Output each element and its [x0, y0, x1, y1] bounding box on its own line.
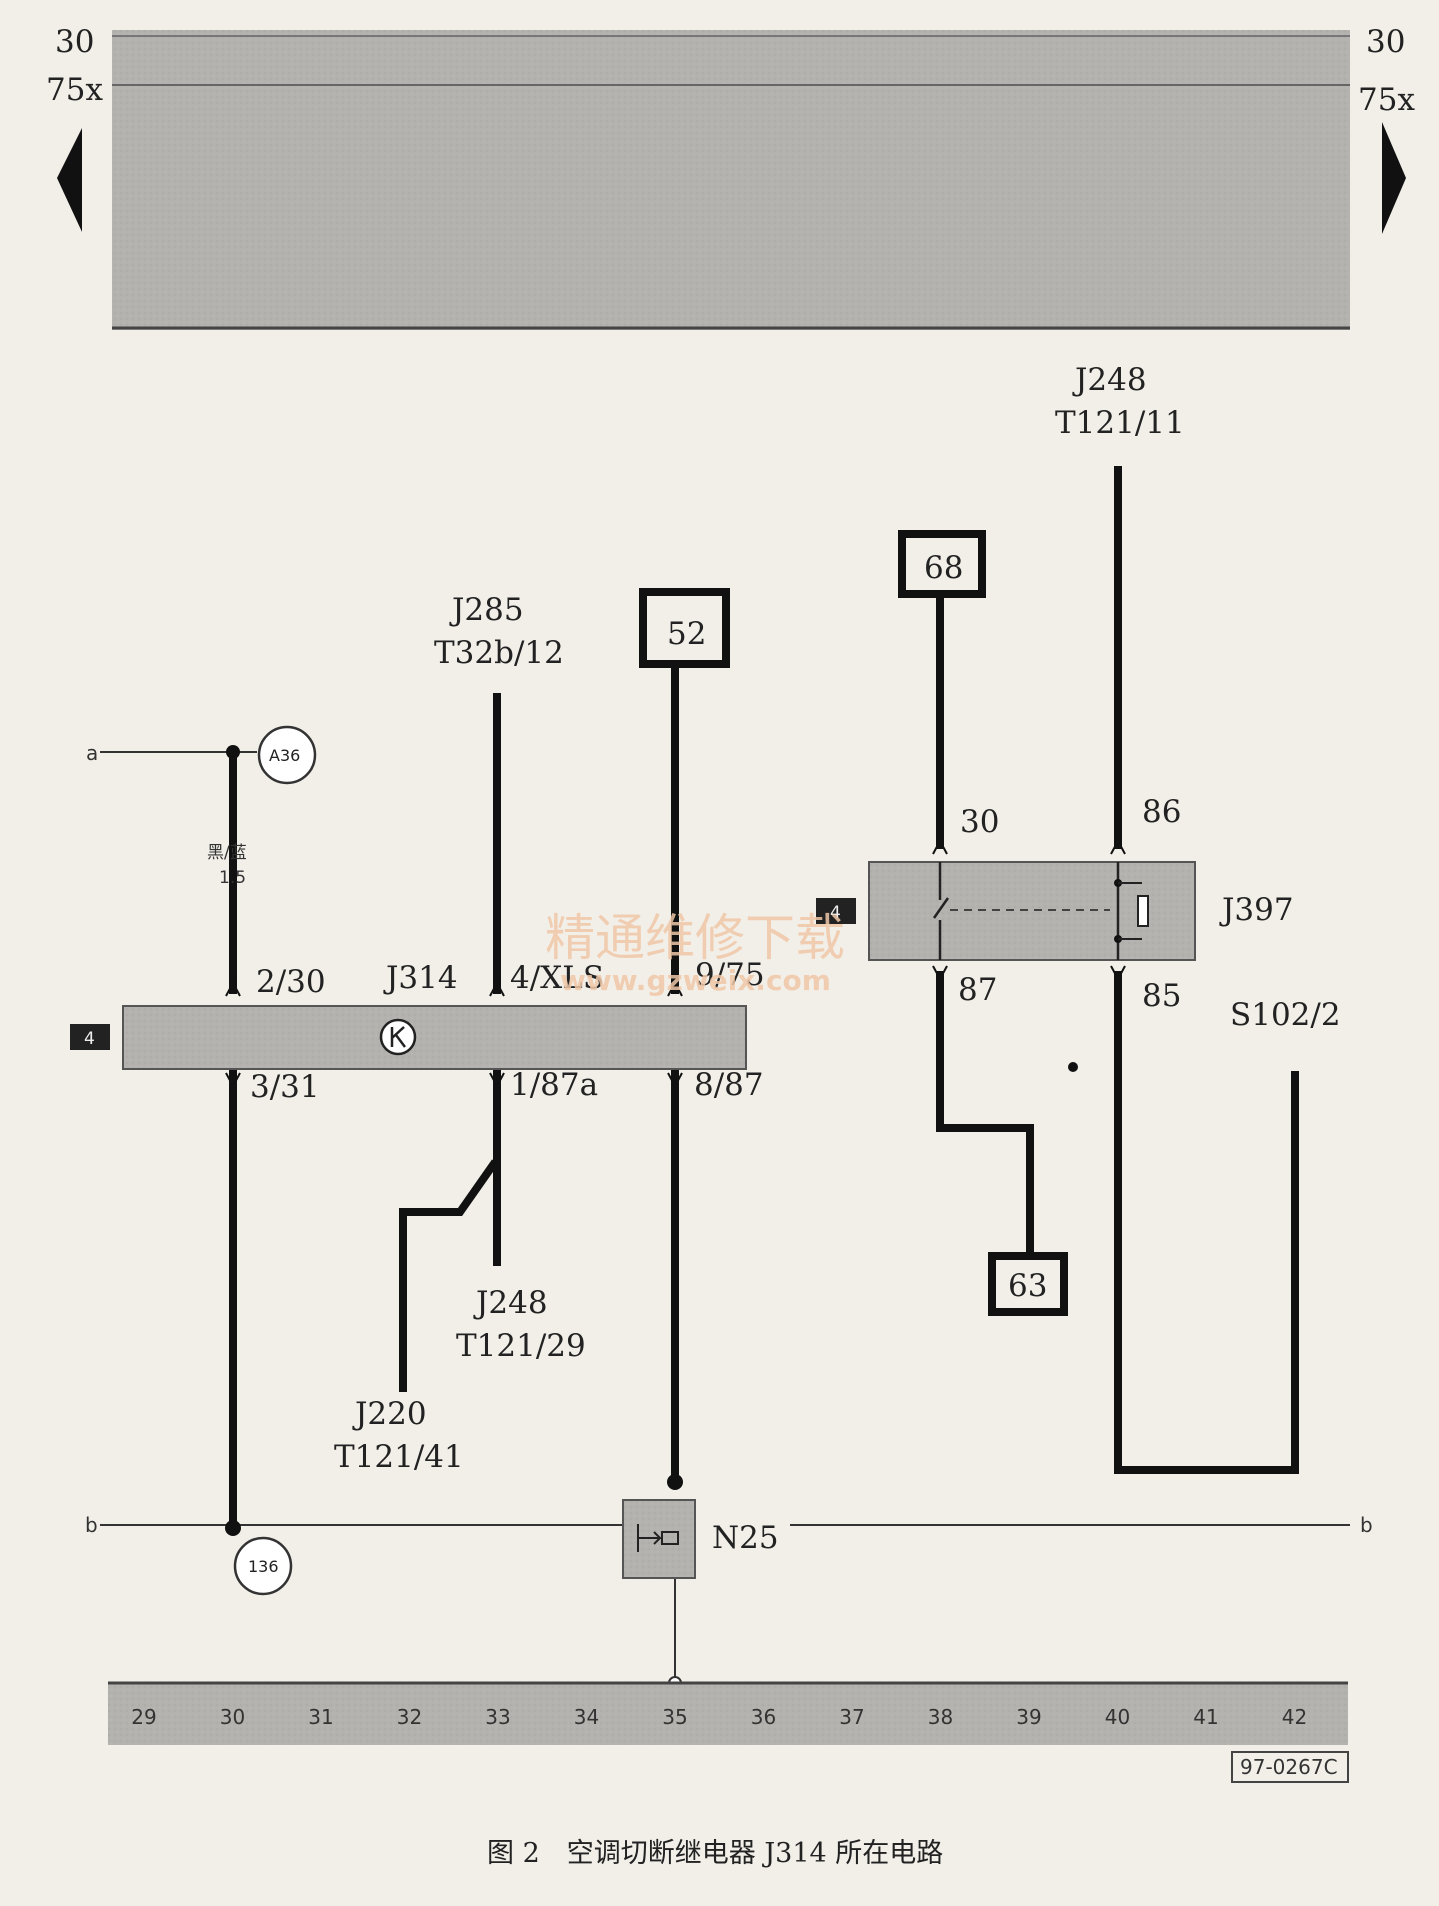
watermark-cn: 精通维修下载	[545, 909, 845, 967]
wire-87-to-63	[936, 971, 1034, 1258]
junction-136	[225, 1520, 241, 1536]
stray-dot	[1068, 1062, 1078, 1072]
box-68-label: 68	[924, 550, 963, 586]
top-bus-bar	[112, 30, 1350, 330]
watermark-url: www.gzweix.com	[560, 964, 831, 997]
bottom-number-row: 29 30 31 32 33 34 35 36 37 38 39 40 41 42	[131, 1705, 1307, 1729]
box-63-label: 63	[1008, 1268, 1047, 1304]
label-t32b-12: T32b/12	[434, 635, 564, 671]
connector-box-63	[988, 1252, 1068, 1316]
bottom-number: 30	[220, 1705, 245, 1729]
pin-8-87: 8/87	[694, 1067, 764, 1103]
label-j397: J397	[1219, 892, 1294, 928]
relay-j314	[122, 1005, 747, 1070]
bottom-number: 33	[485, 1705, 510, 1729]
pin-86-j397: 86	[1142, 794, 1181, 830]
bus-label-75x-left: 75x	[46, 72, 103, 108]
arrow-left-icon	[57, 128, 82, 232]
bottom-number: 42	[1282, 1705, 1307, 1729]
a36-label: A36	[269, 746, 300, 765]
doc-code: 97-0267C	[1240, 1755, 1338, 1779]
figure-caption: 图 2 空调切断继电器 J314 所在电路	[487, 1838, 943, 1869]
wire-size-label: 1.5	[219, 868, 246, 888]
label-j248-top: J248	[1072, 362, 1147, 398]
wire-color-label: 黑/蓝	[207, 843, 247, 863]
label-j285: J285	[449, 592, 524, 628]
arrow-right-icon	[1382, 122, 1406, 234]
bottom-number: 34	[574, 1705, 599, 1729]
pin-30-j397: 30	[960, 804, 999, 840]
bottom-number: 37	[839, 1705, 864, 1729]
valve-n25-icon	[637, 1524, 679, 1552]
badge-4-j314	[70, 1024, 110, 1050]
box-52-label: 52	[667, 616, 706, 652]
bottom-number: 35	[662, 1705, 687, 1729]
label-j314: J314	[383, 960, 458, 996]
label-j220: J220	[352, 1396, 427, 1432]
junction-a36	[226, 745, 240, 759]
pin-2-30: 2/30	[256, 964, 326, 1000]
bottom-number: 41	[1193, 1705, 1218, 1729]
ground-136-circle	[233, 1536, 293, 1596]
doc-code-box	[1231, 1751, 1349, 1783]
a36-ground-circle	[257, 725, 317, 785]
pin-1-87a: 1/87a	[510, 1067, 598, 1103]
pin-87-j397: 87	[958, 972, 997, 1008]
junction-n25	[667, 1474, 683, 1490]
pin-4-xls: 4/XLS	[510, 960, 604, 996]
bottom-number: 39	[1016, 1705, 1041, 1729]
bus-label-30-left: 30	[55, 24, 94, 60]
coil-icon	[1137, 895, 1149, 927]
pin-9-75: 9/75	[695, 957, 765, 993]
bottom-number: 29	[131, 1705, 156, 1729]
ground-136-label: 136	[248, 1557, 279, 1576]
pin-3-31: 3/31	[250, 1069, 320, 1105]
badge-4-j397	[816, 898, 856, 924]
bottom-number: 31	[308, 1705, 333, 1729]
label-j248-mid: J248	[473, 1285, 548, 1321]
pin-85-j397: 85	[1142, 978, 1181, 1014]
badge-4-j397-label: 4	[830, 903, 841, 923]
label-s102-2: S102/2	[1230, 997, 1341, 1033]
bottom-ground-bar	[108, 1683, 1348, 1745]
connector-box-52	[639, 588, 730, 668]
bus-label-75x-right: 75x	[1358, 82, 1415, 118]
label-t121-29: T121/29	[456, 1328, 586, 1364]
bottom-number: 36	[751, 1705, 776, 1729]
bottom-number: 40	[1105, 1705, 1130, 1729]
label-t121-11: T121/11	[1055, 405, 1185, 441]
badge-4-j314-label: 4	[84, 1029, 95, 1049]
connector-a-label: a	[86, 741, 98, 765]
bottom-number: 38	[928, 1705, 953, 1729]
wire-85-to-s102	[1114, 971, 1299, 1474]
connector-b-right-label: b	[1360, 1513, 1373, 1537]
label-n25: N25	[712, 1520, 779, 1556]
connector-b-left-label: b	[85, 1513, 98, 1537]
bottom-number: 32	[397, 1705, 422, 1729]
wire-j220	[399, 1159, 499, 1392]
bus-label-30-right: 30	[1366, 24, 1405, 60]
label-t121-41: T121/41	[334, 1439, 464, 1475]
